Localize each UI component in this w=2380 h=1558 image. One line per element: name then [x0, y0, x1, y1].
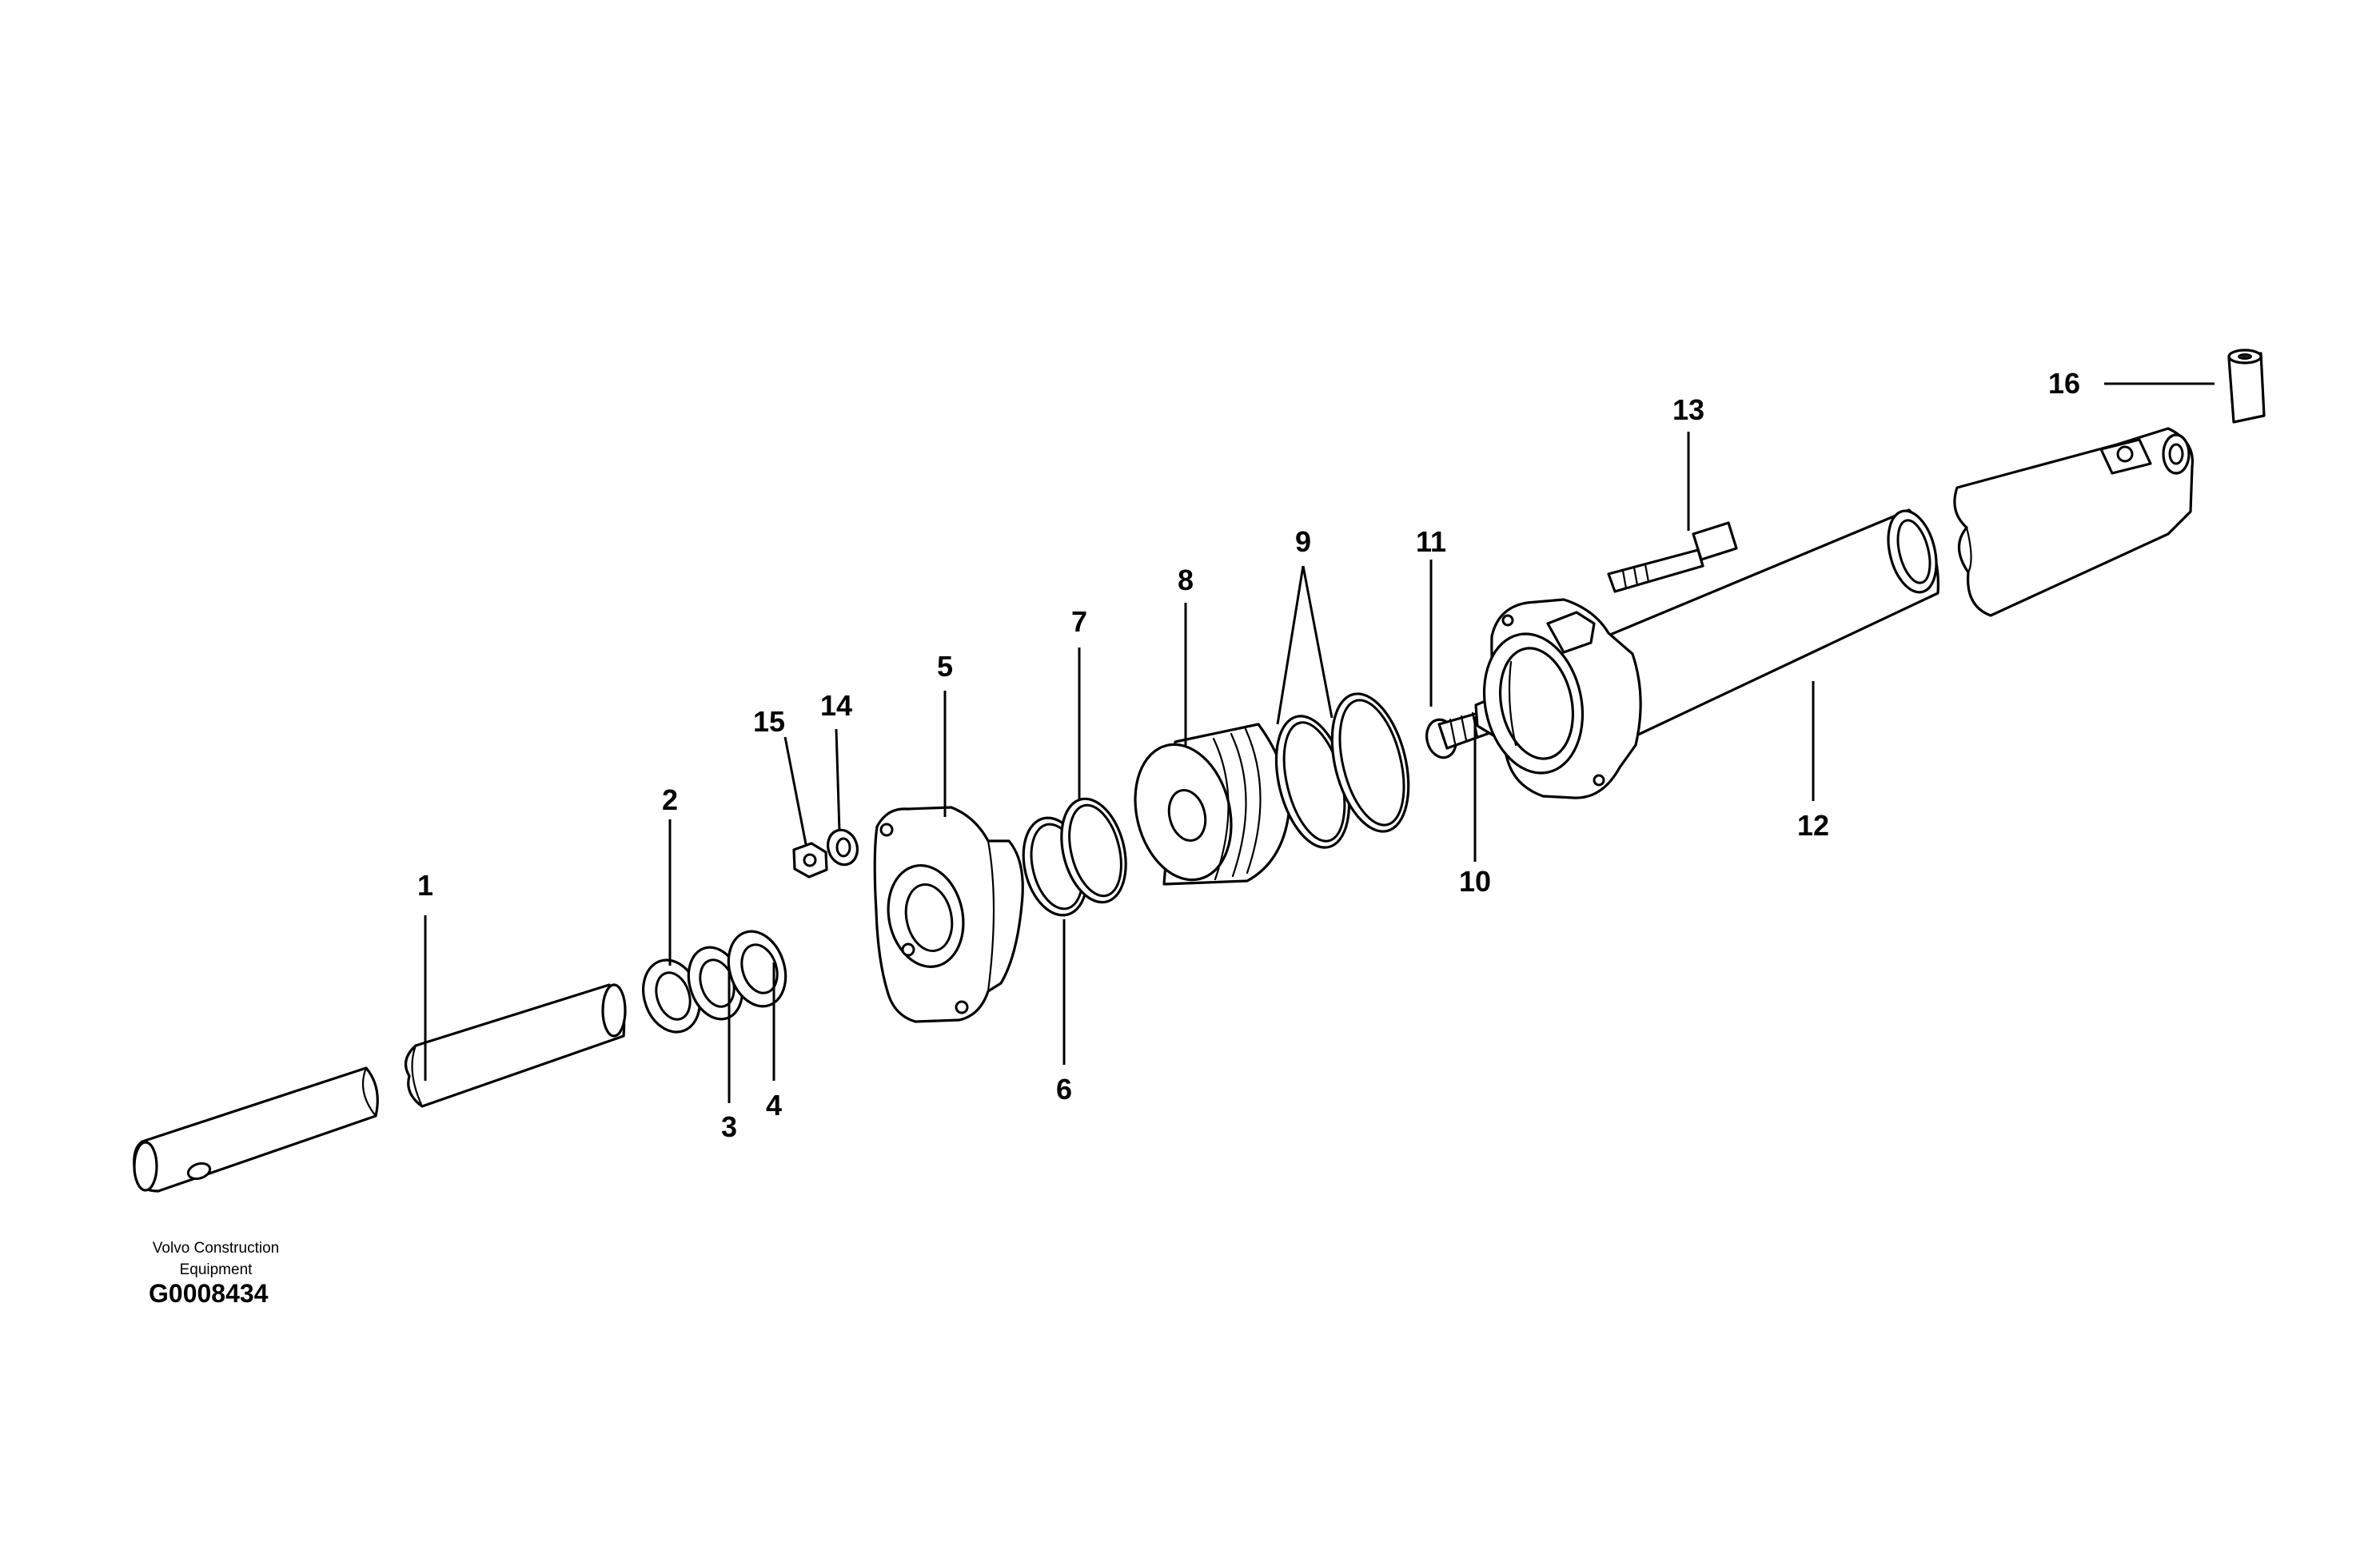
piston-seal-rings: [1274, 692, 1410, 849]
callout-4: 4: [766, 1089, 782, 1122]
callout-14: 14: [820, 689, 852, 722]
callout-10: 10: [1459, 865, 1491, 898]
head-seal-rings: [1022, 797, 1127, 917]
drawing-code: G0008434: [149, 1279, 269, 1308]
callout-2: 2: [662, 783, 678, 816]
callout-11: 11: [1416, 525, 1446, 558]
callout-1: 1: [417, 869, 433, 902]
callout-3: 3: [721, 1110, 737, 1143]
callout-labels: 1 2 3 4 5 6 7 8 9 10 11 12 13 14 15 16: [417, 367, 2080, 1143]
callout-6: 6: [1056, 1073, 1072, 1106]
callout-7: 7: [1071, 605, 1087, 638]
bolt-part: [1607, 521, 1738, 593]
leader-lines: [424, 382, 2215, 1103]
plug-part: [2227, 349, 2266, 424]
company-credit: Volvo Construction Equipment: [152, 1240, 280, 1278]
callout-15: 15: [753, 705, 785, 738]
callout-12: 12: [1797, 809, 1829, 842]
callout-13: 13: [1672, 393, 1704, 426]
callout-9: 9: [1295, 525, 1311, 558]
callout-8: 8: [1178, 564, 1194, 596]
cylinder-barrel-part: [1482, 508, 1939, 799]
rod-seal-rings: [642, 930, 787, 1034]
barrel-bottom-clevis: [1953, 427, 2195, 617]
piston-rod-part: [133, 983, 627, 1193]
nut-and-washer: [792, 828, 859, 879]
callout-5: 5: [937, 650, 953, 683]
callout-16: 16: [2048, 367, 2080, 400]
cylinder-head-part: [873, 806, 1024, 1023]
piston-part: [1134, 723, 1290, 886]
